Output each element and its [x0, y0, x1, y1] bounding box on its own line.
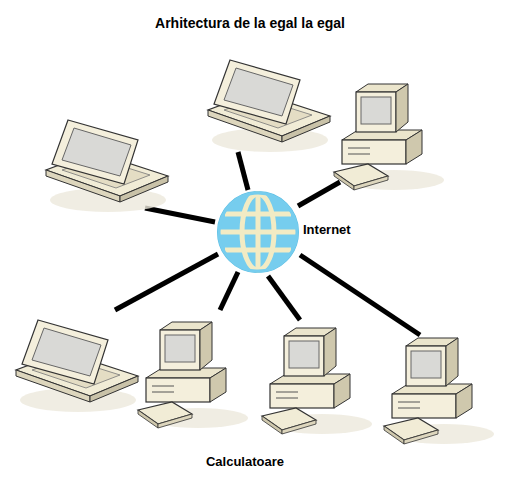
network-label: Internet	[303, 222, 351, 237]
globe-icon	[218, 192, 298, 272]
desktop-icon	[334, 84, 444, 190]
laptop-icon	[16, 320, 138, 412]
desktop-icon	[138, 322, 248, 428]
desktop-icon	[384, 338, 494, 444]
laptop-icon	[208, 60, 330, 152]
diagram-caption: Calculatoare	[206, 454, 284, 469]
diagram-title: Arhitectura de la egal la egal	[155, 15, 345, 31]
desktop-icon	[262, 328, 372, 434]
laptop-icon	[46, 120, 168, 212]
